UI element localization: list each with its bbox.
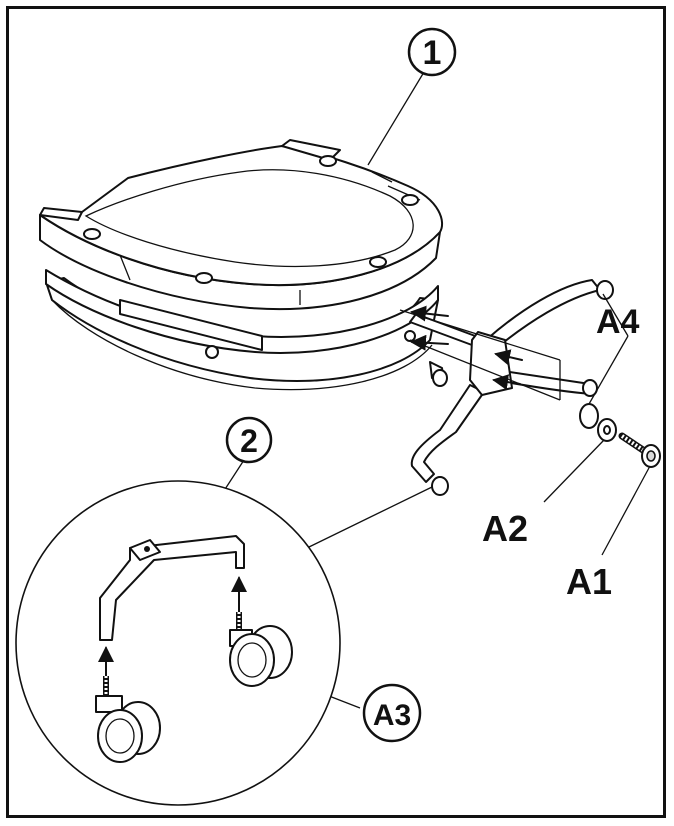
bolt-a1	[618, 432, 661, 468]
detail-arm	[99, 535, 245, 641]
callout-2-label: 2	[240, 423, 258, 459]
base-hub	[469, 331, 513, 396]
chair-base	[399, 279, 614, 496]
callout-2: 2	[225, 416, 273, 464]
seat-assembly	[39, 139, 444, 391]
castor-wheel-left	[95, 695, 161, 763]
callout-a3-label: A3	[373, 699, 411, 732]
castor-wheel-right	[229, 625, 293, 687]
label-a1: A1	[566, 561, 612, 602]
base-arm-front	[410, 384, 485, 483]
seat-rail-left	[119, 299, 263, 351]
ring-washer-a4	[579, 403, 599, 429]
label-a2: A2	[482, 508, 528, 549]
callout-1: 1	[407, 27, 457, 77]
fasteners	[579, 403, 661, 468]
label-a4: A4	[596, 303, 640, 341]
seat-top	[39, 145, 444, 287]
callout-a3: A3	[362, 683, 422, 743]
detail-circle	[15, 480, 341, 806]
callout-1-label: 1	[423, 34, 442, 72]
